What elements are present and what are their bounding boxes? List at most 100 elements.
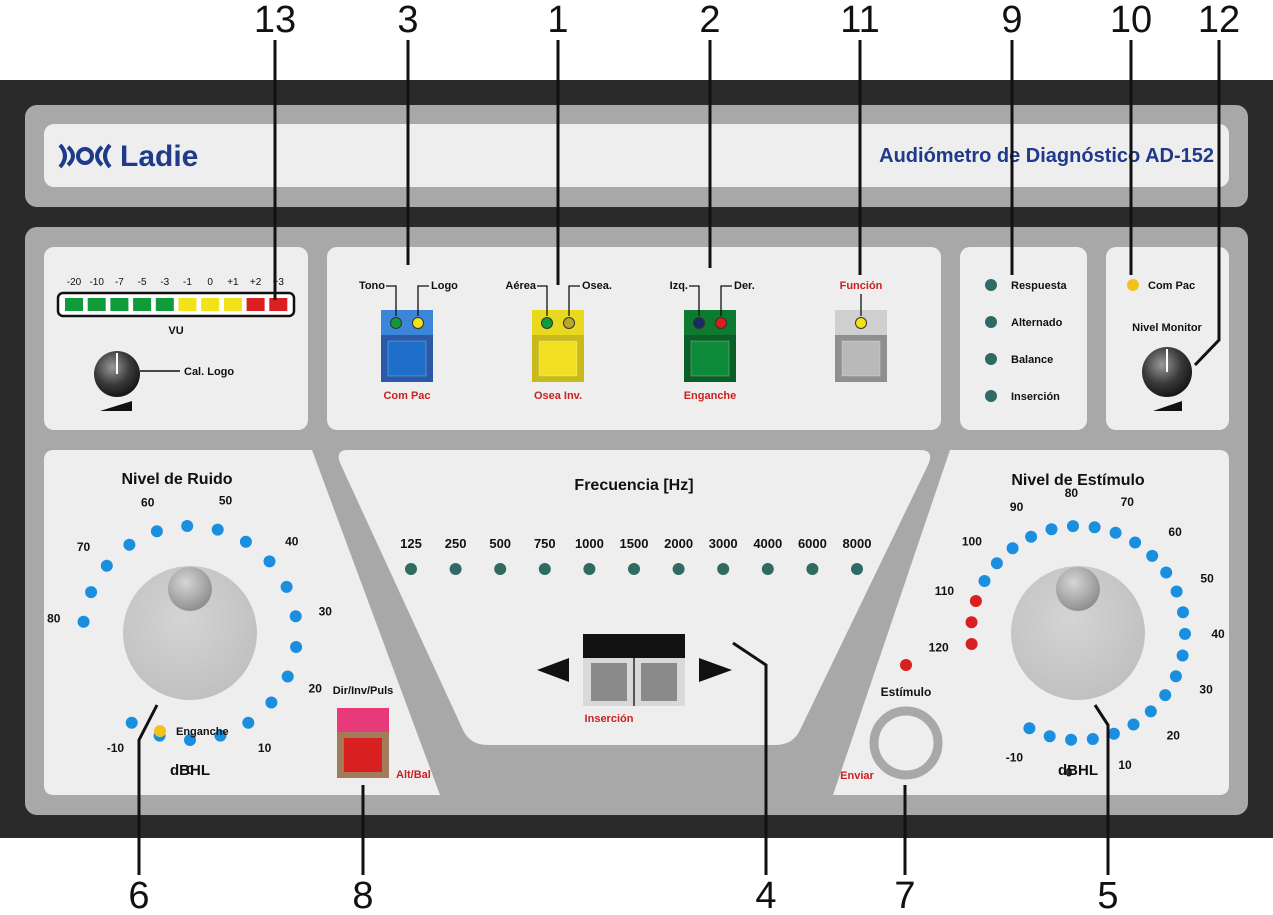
monitor-knob-label: Nivel Monitor [1132, 322, 1202, 334]
button-face [690, 340, 730, 377]
scale-label: 10 [1118, 758, 1132, 772]
frequency-panel [338, 450, 931, 745]
vu-segment [246, 298, 265, 311]
label-leader [720, 285, 732, 316]
vu-tick-label: -7 [115, 277, 124, 288]
scale-dot [1006, 542, 1019, 555]
led-strip [381, 310, 433, 335]
scale-dot [1025, 530, 1038, 543]
callout-leader-line [137, 704, 159, 875]
label-leader [568, 285, 580, 316]
status-led [985, 316, 997, 328]
mode-switch-bottom-label: Alt/Bal [396, 769, 431, 781]
scale-dot [1067, 520, 1079, 533]
frequency-label: 3000 [709, 536, 738, 551]
button-led-left [541, 317, 553, 329]
callout-leader-line [1093, 704, 1110, 875]
frequency-label: 2000 [664, 536, 693, 551]
scale-dot [1023, 722, 1036, 735]
status-led [985, 390, 997, 402]
com-pac-led [1127, 279, 1139, 291]
scale-dot [242, 716, 255, 729]
cal-logo-knob[interactable] [94, 351, 140, 397]
label-leader [689, 285, 700, 316]
frequency-led [672, 563, 685, 575]
scale-label: 100 [962, 535, 982, 549]
scale-label: 60 [1168, 525, 1182, 539]
frequency-led [717, 563, 730, 575]
scale-label: 20 [309, 682, 323, 696]
scale-label: 70 [77, 540, 91, 554]
frequency-rocker-switch[interactable] [583, 634, 685, 706]
button-face [538, 340, 578, 377]
frequency-left-arrow-icon[interactable] [537, 658, 569, 682]
status-led-label: Inserción [1011, 391, 1060, 403]
button-face [387, 340, 427, 377]
com-pac-led-label: Com Pac [1148, 280, 1195, 292]
vu-tick-label: 0 [207, 277, 213, 288]
scale-label: 10 [258, 741, 272, 755]
scale-dot [1144, 705, 1157, 718]
scale-dot [1109, 526, 1122, 539]
mode-switch-button[interactable] [337, 708, 389, 778]
vu-tick-label: -5 [138, 277, 147, 288]
scale-dot [281, 670, 294, 683]
button-led-left [390, 317, 402, 329]
frequency-label: 6000 [798, 536, 827, 551]
frequency-led [761, 563, 774, 575]
noise-knob[interactable] [123, 566, 257, 700]
scale-dot [1065, 733, 1078, 746]
scale-dot [85, 586, 98, 599]
frequency-label: 1000 [575, 536, 604, 551]
monitor-knob[interactable] [1142, 347, 1192, 397]
button-led-right [563, 317, 575, 329]
scale-dot [1169, 670, 1182, 683]
scale-dot [280, 580, 293, 593]
callout-number: 8 [352, 875, 373, 910]
vu-segment [201, 298, 220, 311]
frequency-right-arrow-icon[interactable] [699, 658, 732, 682]
status-led-label: Balance [1011, 354, 1053, 366]
led-strip [684, 310, 736, 335]
buttons-panel [327, 247, 941, 430]
scale-dot [211, 523, 224, 536]
callout-number: 4 [755, 875, 776, 910]
button-face [841, 340, 881, 377]
button-led [855, 317, 867, 329]
callout-leader-line [1193, 40, 1221, 367]
frequency-led [806, 563, 819, 575]
stimulus-knob[interactable] [1011, 566, 1145, 700]
scale-label: 20 [1167, 729, 1181, 743]
brand-logo: Ladie [58, 140, 198, 173]
callout-number: 2 [699, 0, 720, 41]
status-panel [960, 247, 1087, 430]
vu-segment [178, 298, 197, 311]
scale-dot [214, 729, 227, 742]
scale-dot [77, 615, 90, 628]
scale-dot [1170, 585, 1183, 598]
mode-switch-top-label: Dir/Inv/Puls [333, 685, 394, 697]
scale-dot [1159, 689, 1172, 702]
stimulus-unit: dBHL [1058, 762, 1098, 779]
vu-segment [110, 298, 129, 311]
frequency-label: 1500 [620, 536, 649, 551]
label-leader [417, 285, 429, 316]
scale-dot [263, 555, 276, 568]
scale-dot [100, 559, 113, 572]
callout-number: 9 [1001, 0, 1022, 41]
scale-dot [150, 525, 163, 538]
scale-dot [1176, 649, 1189, 662]
scale-dot [1107, 727, 1120, 740]
callout-leader-line [732, 641, 768, 875]
vu-panel [44, 247, 308, 430]
frequency-title: Frecuencia [Hz] [574, 477, 693, 494]
scale-dot [1179, 627, 1191, 640]
cal-logo-label: Cal. Logo [184, 366, 234, 378]
status-led-label: Respuesta [1011, 280, 1068, 292]
stimulus-send-button[interactable] [869, 706, 943, 780]
button-top-left-label: Aérea [505, 280, 536, 292]
